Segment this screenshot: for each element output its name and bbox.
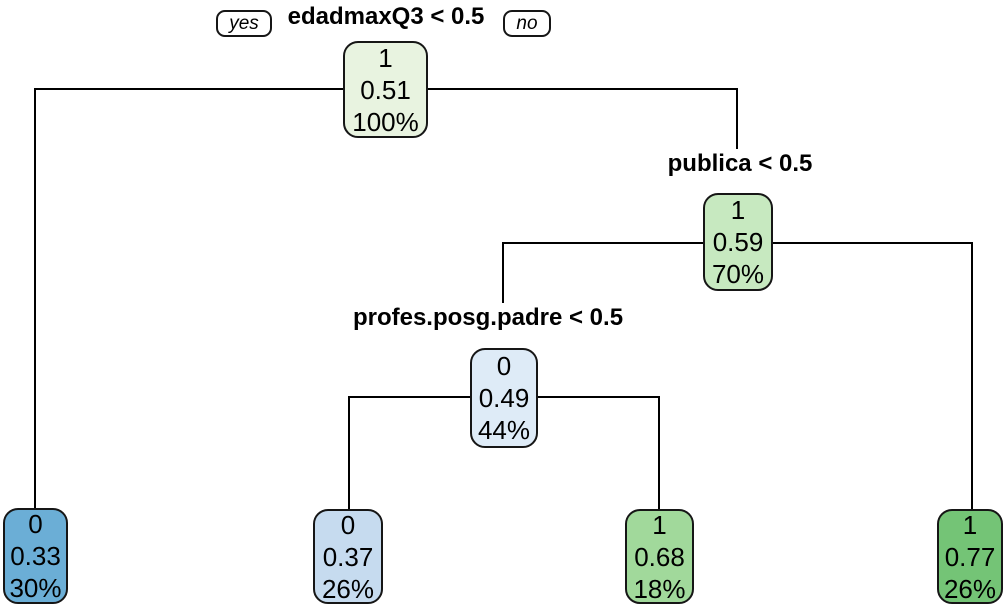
- tree-leaf-2: 0 0.37 26%: [313, 509, 383, 604]
- node-class: 0: [496, 351, 512, 381]
- node-prob: 0.68: [634, 541, 685, 572]
- tree-node-profes: 0 0.49 44%: [470, 348, 538, 448]
- branch-line-to-leaf3: [658, 396, 660, 510]
- branch-line-to-leaf2: [348, 396, 350, 510]
- node-coverage: 18%: [633, 573, 686, 604]
- tree-node-root: 1 0.51 100%: [343, 41, 428, 138]
- node-coverage: 26%: [321, 573, 375, 604]
- node-prob: 0.77: [944, 541, 996, 572]
- tree-leaf-4: 1 0.77 26%: [937, 509, 1003, 604]
- yes-label: yes: [216, 10, 272, 37]
- node-class: 1: [730, 195, 746, 225]
- branch-line-to-leaf4: [971, 242, 973, 509]
- node-prob: 0.49: [478, 383, 530, 413]
- node-prob: 0.51: [360, 74, 411, 105]
- tree-leaf-3: 1 0.68 18%: [625, 509, 694, 604]
- split-label-publica: publica < 0.5: [660, 149, 820, 179]
- tree-leaf-1: 0 0.33 30%: [3, 508, 68, 604]
- node-class: 0: [28, 509, 43, 539]
- node-class: 1: [652, 509, 667, 540]
- node-coverage: 44%: [477, 415, 531, 445]
- no-label: no: [503, 10, 551, 37]
- split-label-root: edadmaxQ3 < 0.5: [280, 2, 492, 32]
- node-class: 0: [340, 509, 356, 540]
- node-coverage: 70%: [711, 259, 765, 289]
- node-class: 1: [962, 509, 978, 540]
- branch-line-to-profes-node: [502, 242, 504, 304]
- branch-line-to-publica-node: [736, 88, 738, 152]
- split-label-profes: profes.posg.padre < 0.5: [345, 303, 631, 333]
- node-prob: 0.37: [322, 541, 374, 572]
- tree-node-publica: 1 0.59 70%: [703, 193, 773, 291]
- node-coverage: 26%: [943, 573, 997, 604]
- node-coverage: 100%: [352, 106, 419, 137]
- node-prob: 0.33: [10, 541, 61, 571]
- node-prob: 0.59: [712, 227, 764, 257]
- branch-line-to-leaf1: [34, 88, 36, 508]
- node-coverage: 30%: [9, 573, 62, 603]
- node-class: 1: [378, 42, 393, 73]
